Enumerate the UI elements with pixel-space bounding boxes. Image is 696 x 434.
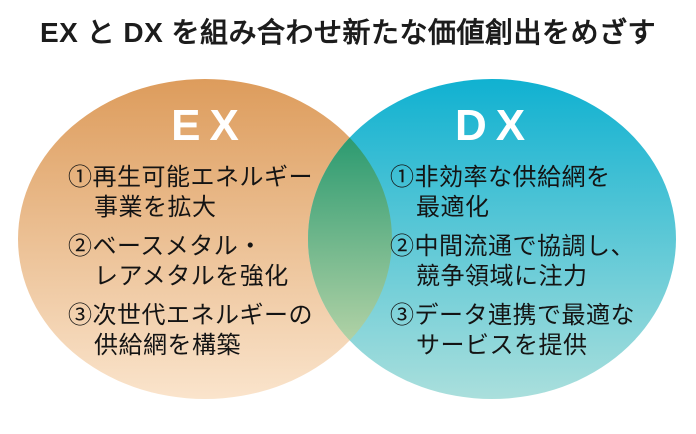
- ex-circle: [18, 79, 392, 399]
- list-item: ③次世代エネルギーの 供給網を構築: [68, 302, 313, 359]
- ex-items-list: ①再生可能エネルギー 事業を拡大 ②ベースメタル・ レアメタルを強化 ③次世代エ…: [68, 163, 313, 361]
- list-item: ②中間流通で協調し、 競争領域に注力: [390, 233, 635, 290]
- dx-label: DX: [454, 101, 535, 150]
- list-item: ②ベースメタル・ レアメタルを強化: [68, 233, 289, 290]
- list-item: ③データ連携で最適な サービスを提供: [390, 302, 635, 359]
- ex-label: EX: [171, 101, 248, 150]
- dx-circle: [308, 79, 676, 399]
- list-item: ①非効率な供給網を 最適化: [390, 164, 611, 221]
- list-item: ①再生可能エネルギー 事業を拡大: [68, 164, 313, 221]
- dx-items-list: ①非効率な供給網を 最適化 ②中間流通で協調し、 競争領域に注力 ③データ連携で…: [390, 163, 635, 361]
- page-title: EX と DX を組み合わせ新たな価値創出をめざす: [39, 17, 657, 48]
